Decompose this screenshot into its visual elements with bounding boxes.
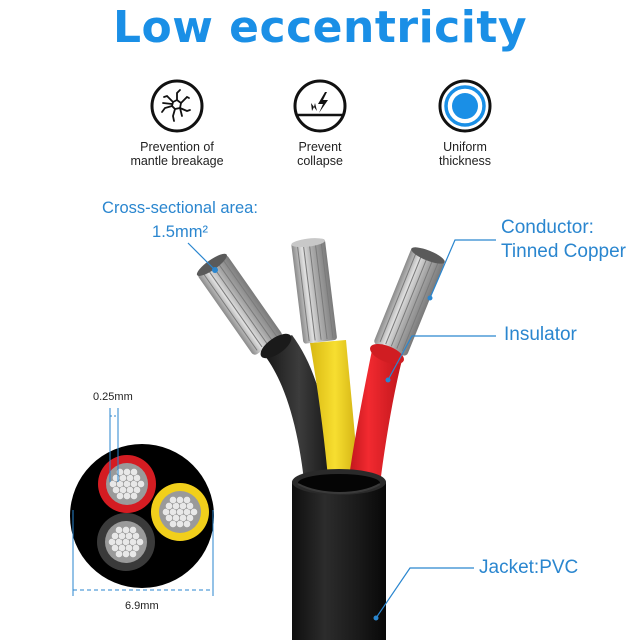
conductor-label: Conductor: [501, 217, 594, 238]
feature-prevent-collapse: Prevent collapse [245, 78, 395, 168]
page-title: Low eccentricity [112, 2, 528, 53]
concentric-circle-icon [438, 79, 492, 133]
cross-section-label: Cross-sectional area: [102, 199, 258, 217]
yellow-core [291, 238, 360, 500]
feature-label-line1: Prevention of [140, 140, 214, 154]
strand-dimension-lines [109, 408, 119, 482]
insulator-callout: Insulator [504, 324, 577, 345]
feature-uniform-thickness: Uniform thickness [390, 78, 540, 168]
jacket-callout: Jacket:PVC [479, 557, 579, 578]
black-core [196, 253, 336, 500]
lightning-impact-icon [293, 79, 347, 133]
red-core [346, 247, 445, 500]
feature-label-line2: thickness [438, 154, 492, 168]
cross-section-diagram [70, 408, 214, 596]
feature-label-line2: collapse [297, 154, 343, 168]
diameter-dimension-lines [72, 510, 214, 596]
feature-label-line1: Uniform [443, 140, 487, 154]
leader-lines [187, 239, 496, 619]
conductor-callout: Conductor: Tinned Copper [501, 216, 626, 264]
conductor-value: Tinned Copper [501, 241, 626, 262]
feature-mantle-breakage: Prevention of mantle breakage [102, 78, 252, 168]
strand-dimension-label: 0.25mm [93, 391, 133, 403]
cross-section-callout: Cross-sectional area: 1.5mm² [86, 196, 274, 244]
outer-diameter-label: 6.9mm [125, 600, 159, 612]
feature-label-line2: mantle breakage [130, 154, 224, 168]
feature-label-line1: Prevent [298, 140, 342, 154]
outer-jacket [292, 469, 386, 640]
cracked-surface-icon [150, 79, 204, 133]
leader-dots [212, 267, 433, 621]
cross-section-value: 1.5mm² [152, 223, 208, 241]
